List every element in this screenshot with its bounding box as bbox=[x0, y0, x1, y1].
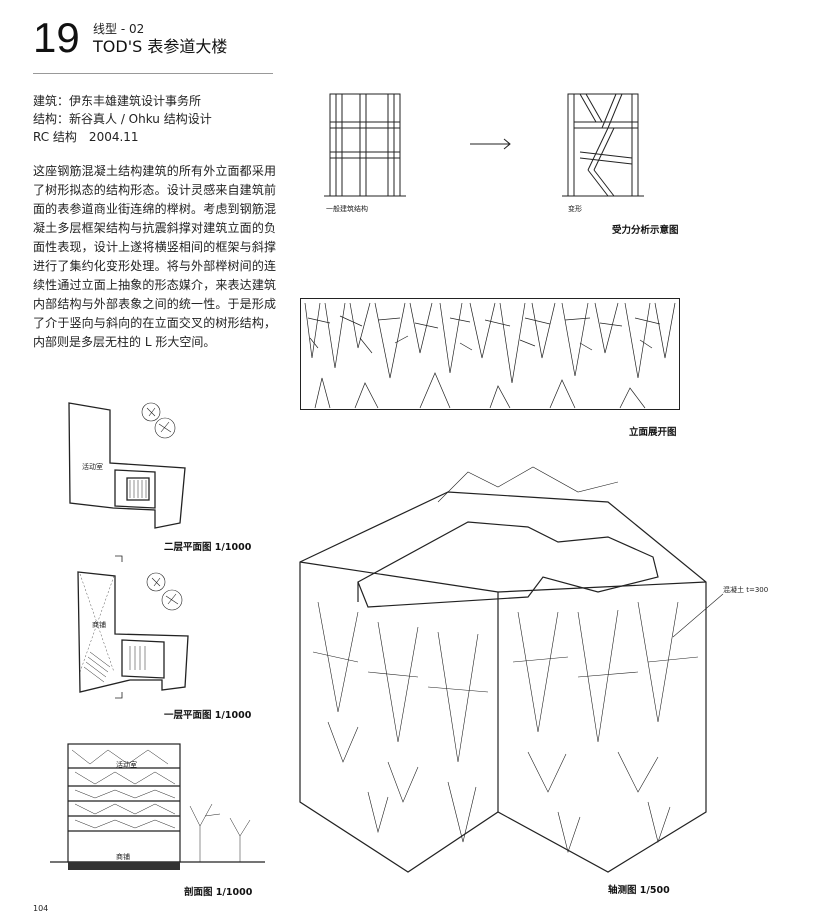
section-upper-label: 活动室 bbox=[116, 761, 137, 769]
axo-note: 混凝土 t=300 bbox=[723, 586, 769, 594]
frame-general-diagram bbox=[324, 93, 406, 197]
structure-credit: 结构：新谷真人 / Ohku 结构设计 bbox=[33, 112, 212, 126]
first-floor-plan bbox=[77, 555, 189, 699]
description-paragraph: 这座钢筋混凝土结构建筑的所有外立面都采用了树形拟态的结构形态。设计灵感来自建筑前… bbox=[33, 164, 276, 349]
section-drawing bbox=[50, 743, 265, 870]
elevation-caption: 立面展开图 bbox=[629, 427, 677, 438]
section-number: 19 bbox=[33, 14, 80, 61]
plan2-room-label: 活动室 bbox=[82, 463, 103, 471]
plan1-room-label: 商铺 bbox=[92, 621, 106, 629]
plan1-caption: 一层平面图 1/1000 bbox=[164, 710, 252, 721]
frame-deformed-diagram bbox=[562, 93, 644, 197]
page-title: TOD'S 表参道大楼 bbox=[93, 37, 228, 56]
frame-general-label: 一般建筑结构 bbox=[326, 205, 368, 213]
plan2-caption: 二层平面图 1/1000 bbox=[164, 542, 252, 553]
section-caption: 剖面图 1/1000 bbox=[184, 887, 253, 898]
page-number: 104 bbox=[33, 904, 49, 913]
axonometric-drawing bbox=[299, 466, 724, 873]
architect-credit: 建筑：伊东丰雄建筑设计事务所 bbox=[33, 94, 202, 108]
second-floor-plan bbox=[68, 402, 186, 529]
arrow-icon bbox=[470, 138, 511, 150]
elevation-unfolded-drawing bbox=[300, 298, 680, 410]
section-subtitle: 线型 - 02 bbox=[93, 22, 145, 36]
header-divider bbox=[33, 73, 273, 74]
type-year: RC 结构 2004.11 bbox=[33, 130, 139, 144]
axo-caption: 轴测图 1/500 bbox=[608, 885, 670, 896]
force-caption: 受力分析示意图 bbox=[612, 225, 679, 236]
frame-deformed-label: 变形 bbox=[568, 205, 582, 213]
section-lower-label: 商铺 bbox=[116, 853, 130, 861]
